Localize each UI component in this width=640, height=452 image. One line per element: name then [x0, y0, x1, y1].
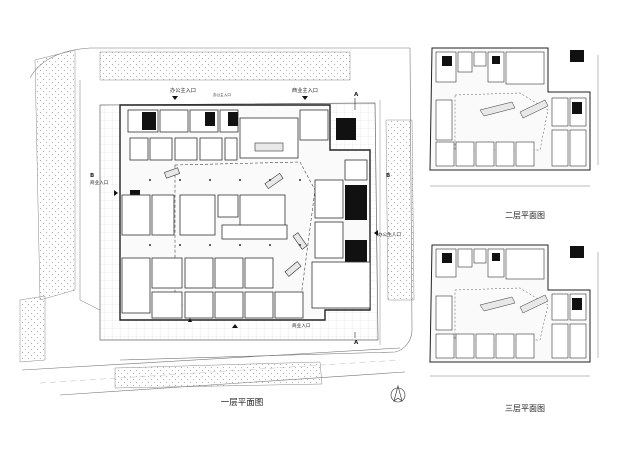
stair-core	[570, 50, 584, 62]
second-floor-plan-title: 二层平面图	[505, 211, 545, 220]
commercial-main-entrance-label: 商业主入口	[292, 86, 318, 94]
commercial-entrance-south-label: 商业入口	[292, 322, 311, 329]
ground-floor-plan: 办公主入口 办公主入口 商业主入口 商业入口 办公生入口 商业入口 B B A …	[90, 86, 406, 408]
stair-core	[442, 56, 452, 66]
landscape-north	[99, 51, 351, 81]
atrium-void	[454, 92, 549, 151]
north-arrow-icon	[390, 384, 406, 403]
escalators	[164, 142, 308, 277]
west-room-column	[121, 194, 304, 319]
stair-core	[205, 112, 215, 126]
entrance-markers	[114, 96, 378, 328]
landscape-southwest	[19, 295, 46, 363]
road-edge	[21, 347, 401, 371]
road-edge	[79, 80, 101, 311]
room-blocks	[435, 51, 587, 167]
stair-core	[345, 185, 367, 220]
stair-core	[492, 253, 500, 261]
room-blocks	[435, 248, 587, 359]
office-sub-entrance-label: 办公主入口	[213, 92, 231, 97]
road-edge	[119, 47, 413, 361]
ground-floor-plan-title: 一层平面图	[221, 398, 264, 408]
office-main-entrance-label: 办公主入口	[170, 86, 196, 94]
escalator	[479, 101, 516, 117]
commercial-entrance-west-label: 商业入口	[90, 179, 109, 186]
stair-core	[570, 246, 584, 258]
escalator	[519, 99, 549, 119]
section-mark-b: B	[90, 173, 94, 179]
road-edge	[29, 47, 410, 79]
escalator	[519, 294, 549, 314]
section-mark-a: A	[354, 92, 359, 98]
road-edge	[59, 371, 406, 396]
landscape-east	[385, 119, 415, 301]
central-room-blocks	[179, 194, 288, 240]
landscape-south	[114, 361, 323, 389]
road-centerline	[39, 359, 401, 384]
stair-core	[492, 56, 500, 64]
escalator	[479, 296, 516, 312]
section-mark-a: A	[354, 340, 359, 346]
stair-core	[572, 298, 582, 310]
structural-columns	[149, 179, 301, 246]
landscape-west	[34, 49, 76, 301]
third-floor-plan: 三层平面图	[429, 244, 599, 413]
stair-core	[442, 253, 452, 263]
stair-core	[572, 102, 582, 114]
office-entrance-east-label: 办公生入口	[378, 231, 401, 238]
east-room-column	[311, 159, 371, 309]
stair-core	[142, 112, 156, 130]
stair-core	[228, 112, 238, 126]
stair-core	[336, 118, 356, 140]
second-floor-plan: 二层平面图	[429, 47, 599, 220]
section-mark-b: B	[386, 173, 390, 179]
third-floor-plan-title: 三层平面图	[505, 404, 545, 413]
